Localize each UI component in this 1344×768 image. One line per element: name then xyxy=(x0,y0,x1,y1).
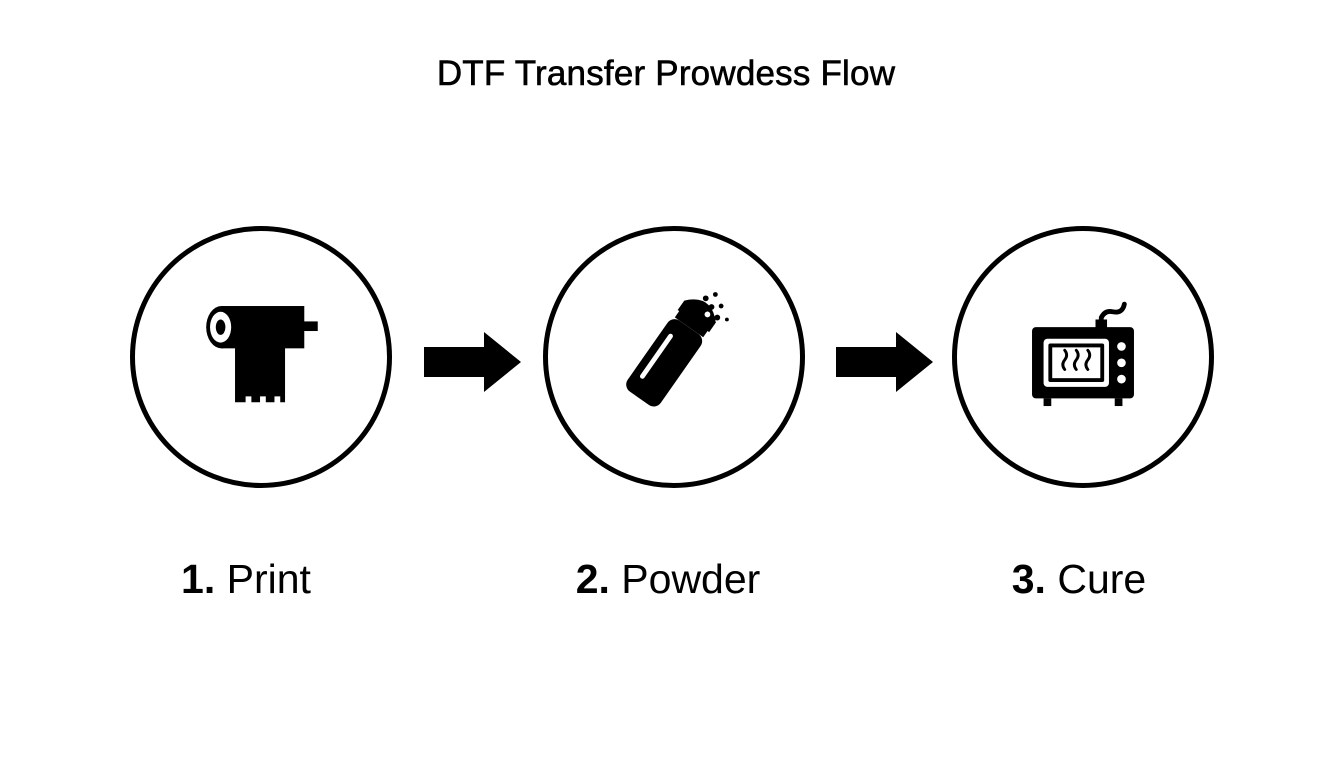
step-print-label: 1. Print xyxy=(96,556,396,603)
step-name: Cure xyxy=(1057,556,1147,602)
step-number: 2. xyxy=(575,556,610,602)
diagram-title: DTF Transfer Prowdess Flow xyxy=(436,54,896,94)
step-cure-label: 3. Cure xyxy=(929,556,1229,603)
step-powder-label: 2. Powder xyxy=(518,556,818,603)
step-print-circle xyxy=(130,226,392,488)
arrow-1-icon xyxy=(424,332,521,392)
step-cure-circle xyxy=(952,226,1214,488)
step-name: Powder xyxy=(621,556,761,602)
curing-oven-icon xyxy=(1032,301,1134,407)
powder-shaker-icon xyxy=(626,292,729,407)
step-name: Print xyxy=(226,556,311,602)
film-roll-icon xyxy=(206,306,318,403)
step-number: 3. xyxy=(1011,556,1046,602)
step-number: 1. xyxy=(181,556,216,602)
arrow-2-icon xyxy=(836,332,933,392)
step-powder-circle xyxy=(543,226,805,488)
